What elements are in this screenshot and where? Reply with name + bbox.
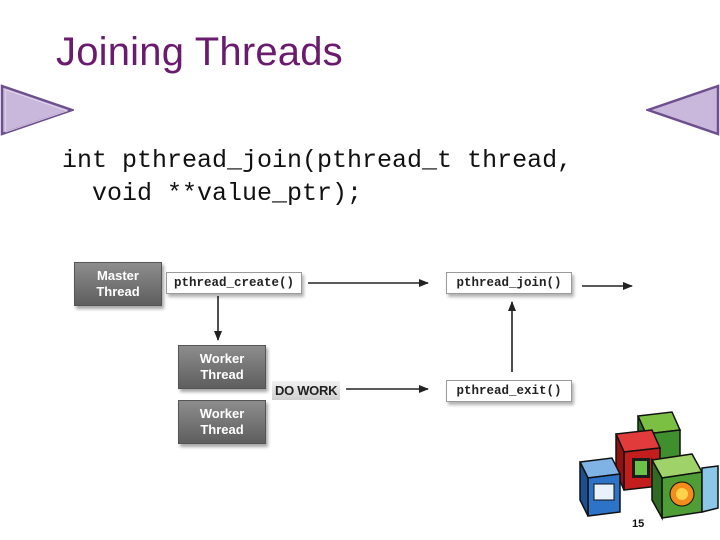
function-signature: int pthread_join(pthread_t thread, void …	[62, 144, 572, 210]
page-number: 15	[632, 518, 645, 530]
pthread-exit-label: pthread_exit()	[446, 380, 572, 402]
pthread-create-label: pthread_create()	[166, 272, 302, 294]
slide-title: Joining Threads	[56, 30, 343, 74]
left-pointing-triangle-icon	[646, 84, 720, 136]
worker-thread-1-label-1: Worker	[199, 351, 245, 366]
master-thread-label-1: Master	[97, 268, 139, 283]
right-pointing-triangle-icon	[0, 84, 74, 136]
worker-thread-2-label-2: Thread	[200, 422, 244, 437]
master-thread-box: Master Thread	[74, 262, 162, 306]
worker-thread-box-1: Worker Thread	[178, 345, 266, 389]
code-line-2: void **value_ptr);	[62, 179, 363, 208]
toy-blocks-icon	[578, 411, 719, 521]
worker-thread-box-2: Worker Thread	[178, 400, 266, 444]
worker-thread-2-label-1: Worker	[199, 406, 245, 421]
worker-thread-1-label-2: Thread	[200, 367, 244, 382]
do-work-label: DO WORK	[272, 381, 341, 400]
code-line-1: int pthread_join(pthread_t thread,	[62, 146, 573, 175]
pthread-join-label: pthread_join()	[446, 272, 572, 294]
master-thread-label-2: Thread	[96, 284, 140, 299]
